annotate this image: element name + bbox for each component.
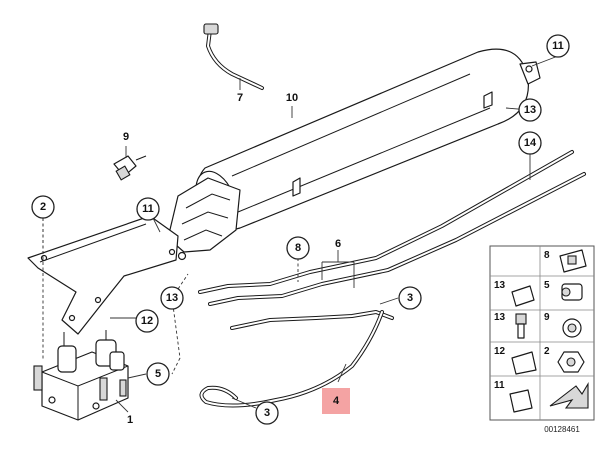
svg-text:14: 14: [524, 137, 537, 149]
mounting-bracket: [27, 215, 187, 335]
valve-block: [33, 330, 129, 421]
callout-2[interactable]: 2: [31, 195, 55, 219]
callout-7[interactable]: 7: [237, 92, 243, 104]
svg-text:7: 7: [237, 92, 243, 104]
inset-cell-9[interactable]: 9: [544, 312, 550, 323]
callout-4[interactable]: 4: [333, 395, 340, 407]
svg-text:3: 3: [407, 292, 413, 304]
sensor-plug: [113, 155, 147, 181]
svg-text:13: 13: [166, 292, 178, 304]
hardware-inset-panel: 8 13 5 13 9 12 2 11: [489, 245, 595, 421]
spring-clip-icon: [509, 389, 533, 413]
fuel-lines: [198, 150, 586, 306]
callout-5[interactable]: 5: [146, 362, 170, 386]
svg-text:1: 1: [127, 414, 133, 426]
svg-text:12: 12: [141, 315, 153, 327]
callout-8[interactable]: 8: [286, 236, 310, 260]
callout-12[interactable]: 12: [135, 309, 159, 333]
svg-text:4: 4: [333, 395, 340, 407]
clip-nut-icon: [511, 351, 537, 375]
svg-text:8: 8: [295, 242, 301, 254]
callout-6[interactable]: 6: [335, 238, 341, 250]
svg-text:3: 3: [264, 407, 270, 419]
inset-cell-11[interactable]: 11: [494, 380, 505, 391]
inset-cell-13-lower[interactable]: 13: [494, 312, 506, 323]
heat-shield: [167, 177, 241, 253]
connecting-pipe: [230, 310, 394, 330]
svg-text:6: 6: [335, 238, 341, 250]
hex-nut-hole-icon: [566, 357, 576, 367]
direction-arrow-icon: [549, 382, 589, 409]
clip-detail-icon: [567, 255, 577, 265]
callout-11-bracket[interactable]: 11: [136, 197, 160, 221]
fitting-hole-icon: [561, 287, 571, 297]
svg-text:10: 10: [286, 92, 298, 104]
svg-text:11: 11: [142, 203, 154, 215]
vent-hose: [203, 23, 264, 90]
callout-10[interactable]: 10: [286, 92, 298, 104]
inset-cell-13-upper[interactable]: 13: [494, 280, 506, 291]
svg-text:13: 13: [524, 104, 536, 116]
svg-text:11: 11: [552, 40, 564, 52]
callout-13-tank[interactable]: 13: [518, 98, 542, 122]
callout-13-bracket[interactable]: 13: [160, 286, 184, 310]
highlight-box: [322, 388, 350, 414]
inset-cell-2[interactable]: 2: [544, 346, 550, 357]
inset-cell-5[interactable]: 5: [544, 280, 550, 291]
curved-hose: [199, 310, 384, 408]
callout-9[interactable]: 9: [123, 131, 129, 143]
inset-cell-12[interactable]: 12: [494, 346, 506, 357]
nut-hole-icon: [567, 323, 577, 333]
callout-14[interactable]: 14: [518, 131, 542, 155]
svg-text:2: 2: [40, 201, 46, 213]
bolt-shank-icon: [517, 323, 525, 339]
callout-3-upper[interactable]: 3: [398, 286, 422, 310]
inset-cell-8[interactable]: 8: [544, 250, 550, 261]
callout-3-lower[interactable]: 3: [255, 401, 279, 425]
reference-code: 00128461: [544, 425, 580, 434]
clamp-icon: [511, 285, 535, 307]
callout-1[interactable]: 1: [127, 414, 133, 426]
callout-11-tank[interactable]: 11: [546, 34, 570, 58]
bolt-head-icon: [515, 313, 527, 325]
svg-text:5: 5: [155, 368, 161, 380]
svg-text:9: 9: [123, 131, 129, 143]
